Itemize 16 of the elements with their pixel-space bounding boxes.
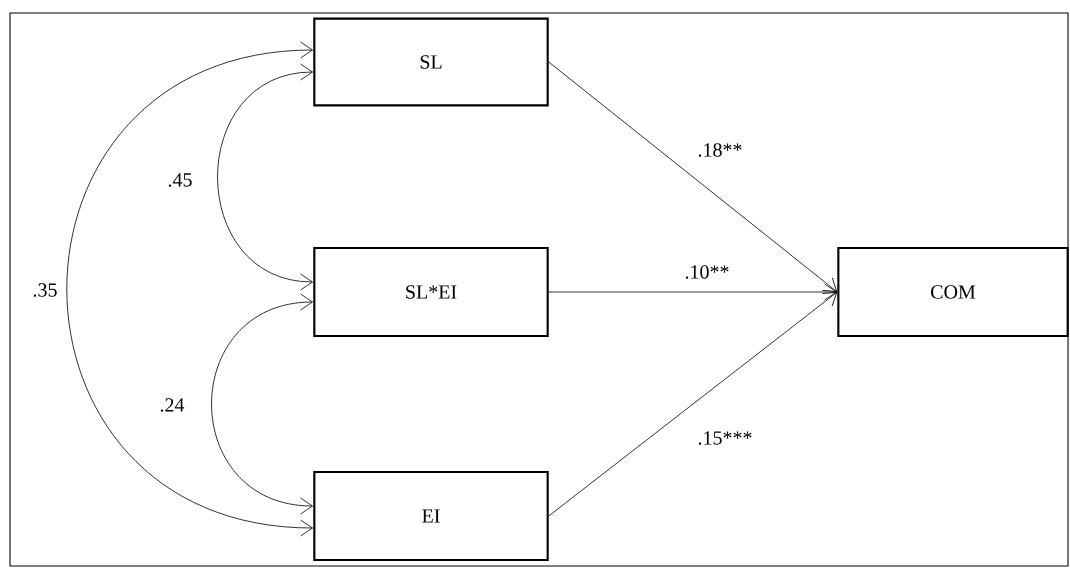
curved-arrow [66, 41, 313, 537]
edge-label: .35 [33, 283, 57, 297]
arrow [548, 283, 837, 301]
variable-box: COM [837, 246, 1069, 338]
variable-box: SL [313, 17, 549, 107]
variable-box: EI [313, 470, 549, 562]
curved-arrow [211, 293, 313, 515]
curved-arrow [217, 63, 313, 291]
arrow [548, 292, 838, 517]
edge-label: .10** [685, 265, 729, 279]
edge-label: .45 [168, 173, 192, 187]
edge-label: .18** [698, 143, 742, 157]
edge-label: .24 [160, 398, 185, 412]
variable-box: SL*EI [313, 246, 549, 338]
arrow [548, 61, 838, 292]
edge-label: .15*** [698, 431, 752, 445]
